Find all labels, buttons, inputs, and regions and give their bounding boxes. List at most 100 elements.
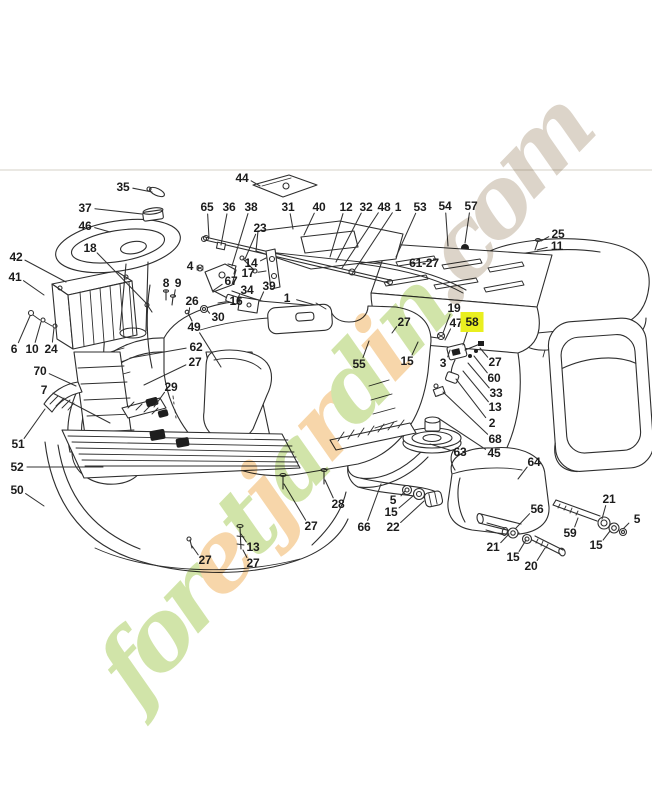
part-callout-46: 46	[78, 219, 92, 233]
leader-line-50	[25, 493, 45, 507]
part-callout-10: 10	[25, 342, 39, 356]
part-callout-16: 16	[229, 294, 243, 308]
leader-line-39	[259, 291, 265, 301]
leader-line-60	[473, 355, 488, 374]
leader-line-1	[351, 212, 393, 275]
leader-line-18	[96, 252, 148, 305]
part-callout-5: 5	[633, 512, 641, 526]
footboard-drawing	[61, 429, 301, 479]
leader-line-67	[213, 283, 223, 291]
leader-line-63	[429, 443, 451, 451]
part-callout-1: 1	[394, 200, 402, 214]
leader-line-41	[22, 280, 45, 296]
leader-line-24	[51, 327, 55, 343]
part-callout-8: 8	[162, 276, 170, 290]
leader-line-30	[206, 309, 211, 314]
leader-line-10	[34, 321, 42, 343]
part-callout-65: 65	[200, 200, 214, 214]
leader-line-6	[17, 315, 31, 344]
misc-screws-drawing	[144, 289, 328, 550]
leader-line-5	[400, 490, 406, 497]
part-callout-17: 17	[241, 266, 255, 280]
leader-line-36	[220, 213, 228, 246]
leader-line-14	[259, 257, 267, 262]
leader-line-9	[173, 289, 176, 298]
leader-line-53	[395, 212, 417, 258]
leader-line-23	[244, 233, 257, 260]
leader-line-64	[517, 466, 528, 480]
part-callout-57: 57	[464, 199, 478, 213]
leader-line-45	[437, 417, 487, 450]
leader-line-34	[237, 294, 241, 299]
part-callout-29: 29	[164, 380, 178, 394]
part-callout-13: 13	[488, 400, 502, 414]
leader-line-31	[289, 213, 294, 230]
bracket-44-drawing	[252, 174, 318, 198]
part-callout-54: 54	[438, 199, 452, 213]
part-callout-40: 40	[312, 200, 326, 214]
spacer-washers-drawing	[401, 484, 444, 508]
part-callout-19: 19	[447, 301, 461, 315]
part-callout-28: 28	[331, 497, 345, 511]
part-callout-42: 42	[9, 250, 23, 264]
part-callout-31: 31	[281, 200, 295, 214]
part-callout-12: 12	[339, 200, 353, 214]
part-callout-48: 48	[377, 200, 391, 214]
part-callout-66: 66	[357, 520, 371, 534]
part-callout-45: 45	[487, 446, 501, 460]
leader-line-49	[199, 332, 222, 368]
leader-line-28	[324, 479, 334, 499]
leader-line-47	[444, 328, 452, 341]
leader-line-27	[479, 347, 489, 358]
part-callout-30: 30	[211, 310, 225, 324]
part-callout-32: 32	[359, 200, 373, 214]
part-callout-27: 27	[397, 315, 411, 329]
part-callout-9: 9	[174, 276, 182, 290]
part-callout-15: 15	[506, 550, 520, 564]
part-callout-4: 4	[186, 259, 194, 273]
part-callout-44: 44	[235, 171, 249, 185]
steering-wheel-drawing	[55, 218, 181, 339]
part-callout-27: 27	[198, 553, 212, 567]
leader-line-37	[94, 208, 143, 215]
part-callout-64: 64	[527, 455, 541, 469]
column-cap-drawing	[142, 207, 164, 222]
part-callout-24: 24	[44, 342, 58, 356]
part-callout-61-27: 61-27	[409, 256, 439, 270]
mounting-bolts-drawing	[27, 309, 58, 329]
leader-line-65	[207, 213, 210, 239]
part-callout-15: 15	[384, 505, 398, 519]
part-callout-27: 27	[488, 355, 502, 369]
leader-line-15	[602, 530, 611, 541]
part-callout-41: 41	[8, 270, 22, 284]
part-callout-58-highlighted[interactable]: 58	[460, 312, 484, 332]
leader-line-15	[411, 341, 419, 356]
leader-line-25	[540, 236, 550, 242]
part-callout-15: 15	[589, 538, 603, 552]
part-callout-38: 38	[244, 200, 258, 214]
part-callout-49: 49	[187, 320, 201, 334]
leader-line-44	[250, 180, 261, 187]
part-callout-2: 2	[488, 416, 496, 430]
leader-line-68	[442, 391, 489, 435]
part-callout-59: 59	[563, 526, 577, 540]
part-callout-53: 53	[413, 200, 427, 214]
part-callout-70: 70	[33, 364, 47, 378]
part-callout-51: 51	[11, 437, 25, 451]
leader-line-15	[398, 495, 414, 509]
part-callout-27: 27	[188, 355, 202, 369]
part-callout-47: 47	[449, 316, 463, 330]
leader-line-13	[462, 370, 489, 403]
leader-line-11	[536, 246, 548, 251]
part-callout-35: 35	[116, 180, 130, 194]
linkage-cluster-drawing	[196, 234, 327, 314]
leader-line-42	[24, 259, 67, 283]
leader-line-29	[153, 391, 166, 408]
part-callout-56: 56	[530, 502, 544, 516]
leader-line-48	[341, 212, 379, 269]
leader-line-27	[283, 483, 307, 521]
part-callout-33: 33	[489, 386, 503, 400]
leader-line-17	[257, 270, 267, 273]
leader-line-22	[400, 500, 425, 524]
leader-line-13	[240, 533, 247, 543]
